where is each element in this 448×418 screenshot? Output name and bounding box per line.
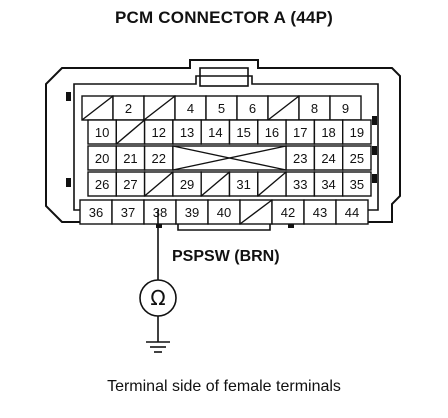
terminal-number: 38 <box>153 205 167 220</box>
terminal-36: 36 <box>79 199 113 225</box>
terminal-number: 35 <box>350 177 364 192</box>
locking-tabs <box>66 92 377 228</box>
terminal-number: 5 <box>218 101 225 116</box>
terminal-24: 24 <box>313 145 344 171</box>
terminal-37: 37 <box>111 199 145 225</box>
terminal-blank <box>172 145 287 171</box>
terminal-blank <box>257 171 287 197</box>
terminal-22: 22 <box>143 145 174 171</box>
terminal-5: 5 <box>205 95 238 121</box>
ohm-icon: Ω <box>150 286 165 310</box>
terminal-31: 31 <box>228 171 259 197</box>
terminal-number: 26 <box>95 177 109 192</box>
terminal-number: 19 <box>350 125 364 140</box>
terminal-42: 42 <box>271 199 305 225</box>
terminal-17: 17 <box>285 119 316 145</box>
terminal-number: 18 <box>321 125 335 140</box>
terminal-blank <box>115 119 146 145</box>
terminal-blank <box>143 95 176 121</box>
probe-lead <box>139 210 177 342</box>
terminal-blank <box>200 171 231 197</box>
terminal-number: 43 <box>313 205 327 220</box>
terminal-20: 20 <box>87 145 117 171</box>
terminal-40: 40 <box>207 199 241 225</box>
terminal-number: 37 <box>121 205 135 220</box>
terminal-number: 6 <box>249 101 256 116</box>
terminal-39: 39 <box>175 199 209 225</box>
terminal-number: 34 <box>321 177 335 192</box>
terminal-blank <box>143 171 174 197</box>
terminal-18: 18 <box>313 119 344 145</box>
terminal-blank <box>239 199 273 225</box>
terminal-number: 8 <box>311 101 318 116</box>
terminal-number: 22 <box>152 151 166 166</box>
terminal-number: 17 <box>293 125 307 140</box>
terminal-number: 23 <box>293 151 307 166</box>
terminal-44: 44 <box>335 199 369 225</box>
terminal-21: 21 <box>115 145 146 171</box>
terminal-number: 2 <box>125 101 132 116</box>
terminal-number: 24 <box>321 151 335 166</box>
terminal-26: 26 <box>87 171 117 197</box>
ground-icon <box>146 341 170 353</box>
terminal-2: 2 <box>112 95 145 121</box>
terminal-25: 25 <box>342 145 372 171</box>
terminal-19: 19 <box>342 119 372 145</box>
terminal-27: 27 <box>115 171 146 197</box>
terminal-43: 43 <box>303 199 337 225</box>
terminal-29: 29 <box>172 171 202 197</box>
terminal-4: 4 <box>174 95 207 121</box>
caption: Terminal side of female terminals <box>107 378 341 395</box>
terminal-number: 27 <box>123 177 137 192</box>
terminal-number: 12 <box>152 125 166 140</box>
terminal-33: 33 <box>285 171 316 197</box>
terminal-23: 23 <box>285 145 316 171</box>
terminal-13: 13 <box>172 119 202 145</box>
terminal-number: 36 <box>89 205 103 220</box>
terminal-number: 33 <box>293 177 307 192</box>
terminal-number: 13 <box>180 125 194 140</box>
terminal-8: 8 <box>298 95 331 121</box>
terminal-blank <box>267 95 300 121</box>
terminal-number: 10 <box>95 125 109 140</box>
terminal-number: 31 <box>236 177 250 192</box>
diagram-title: PCM CONNECTOR A (44P) <box>115 8 333 27</box>
terminal-number: 40 <box>217 205 231 220</box>
terminal-16: 16 <box>257 119 287 145</box>
terminal-9: 9 <box>329 95 362 121</box>
terminal-12: 12 <box>143 119 174 145</box>
terminal-10: 10 <box>87 119 117 145</box>
terminal-number: 20 <box>95 151 109 166</box>
terminal-number: 21 <box>123 151 137 166</box>
terminal-14: 14 <box>200 119 231 145</box>
terminal-number: 25 <box>350 151 364 166</box>
terminal-number: 16 <box>265 125 279 140</box>
terminal-number: 15 <box>236 125 250 140</box>
terminal-number: 4 <box>187 101 194 116</box>
terminal-number: 39 <box>185 205 199 220</box>
terminal-number: 29 <box>180 177 194 192</box>
terminal-number: 44 <box>345 205 359 220</box>
terminal-number: 42 <box>281 205 295 220</box>
signal-label: PSPSW (BRN) <box>172 248 280 265</box>
terminal-number: 9 <box>342 101 349 116</box>
terminal-38: 38 <box>143 199 177 225</box>
terminal-15: 15 <box>228 119 259 145</box>
terminal-blank <box>81 95 114 121</box>
terminal-34: 34 <box>313 171 344 197</box>
terminal-35: 35 <box>342 171 372 197</box>
terminal-6: 6 <box>236 95 269 121</box>
terminal-number: 14 <box>208 125 222 140</box>
